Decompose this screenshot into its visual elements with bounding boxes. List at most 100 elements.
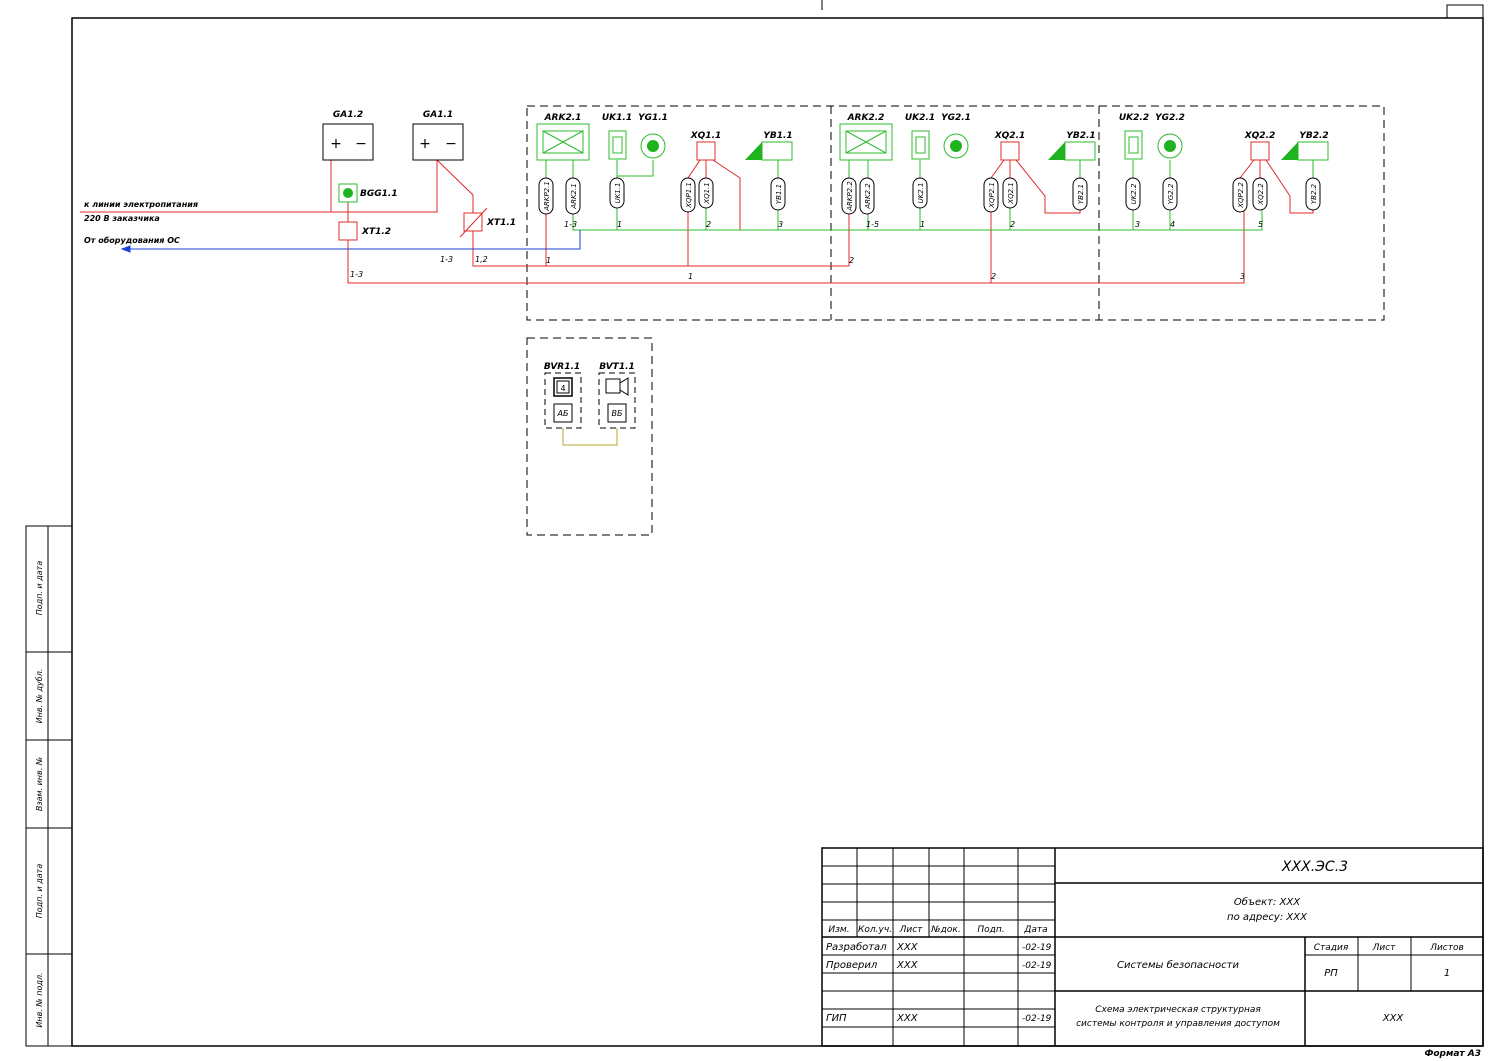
yg22-indicator: YG2.2 — [1155, 113, 1185, 159]
tb-document-code: XXX.ЭС.3 — [1281, 859, 1348, 875]
term-g1: 1 — [617, 220, 622, 229]
yb21-label: YB2.1 — [1066, 131, 1095, 141]
tb-header-podp: Подп. — [977, 925, 1004, 935]
tb-desc-line2: системы контроля и управления доступом — [1076, 1019, 1280, 1029]
marker-arkp22: ARKP2.2 — [841, 177, 857, 215]
marker-xq22c: XQ2.2 — [1252, 177, 1268, 211]
marker-uk11c: UK1.1 — [609, 177, 625, 209]
tb-row3-name: XXX — [896, 1013, 919, 1024]
marker-yb21c-text: YB2.1 — [1077, 184, 1085, 204]
dashed-enclosures — [526, 105, 1385, 536]
from-os-label: От оборудования ОС — [84, 235, 180, 245]
stamp-replace-inv: Взам. инв. № — [35, 757, 44, 811]
term-g2b: 2 — [1010, 220, 1015, 229]
power-supply-ga11: + − GA1.1 — [412, 110, 464, 161]
ga12-plus: + — [330, 136, 342, 152]
yg21-indicator: YG2.1 — [941, 113, 971, 159]
yg22-label: YG2.2 — [1155, 113, 1185, 123]
tb-system: Системы безопасности — [1117, 959, 1239, 971]
xt12-label: XT1.2 — [361, 227, 391, 237]
tb-sheets-header: Листов — [1429, 943, 1464, 953]
signal-wiring — [545, 160, 1314, 231]
marker-arkp22-text: ARKP2.2 — [846, 181, 854, 212]
term-r3b: 3 — [1240, 272, 1245, 281]
tb-header-izm: Изм. — [828, 925, 849, 935]
xt12-terminal: XT1.2 — [338, 221, 391, 241]
marker-yb21c: YB2.1 — [1072, 177, 1088, 211]
bgg11-label: BGG1.1 — [360, 189, 398, 199]
marker-uk22c-text: UK2.2 — [1130, 183, 1138, 204]
uk22-label: UK2.2 — [1119, 113, 1149, 123]
uk22-button: UK2.2 — [1119, 113, 1149, 160]
term-r2a: 2 — [849, 256, 854, 265]
tb-sheets: 1 — [1444, 968, 1450, 979]
tb-row1-role: Разработал — [826, 941, 887, 953]
yb11-label: YB1.1 — [763, 131, 792, 141]
marker-xq21c-text: XQ2.1 — [1007, 182, 1015, 204]
marker-ark21c: ARK2.1 — [565, 177, 581, 215]
yb11-siren: YB1.1 — [745, 131, 793, 161]
bvt11-label: BVT1.1 — [599, 362, 635, 372]
yg11-label: YG1.1 — [638, 113, 668, 123]
marker-ark21c-text: ARK2.1 — [570, 183, 578, 209]
xq11-lock: XQ1.1 — [690, 131, 722, 161]
term-1-3-left: 1-3 — [350, 270, 363, 279]
tb-row2-name: XXX — [896, 960, 919, 971]
tb-row3-date: -02-19 — [1022, 1014, 1052, 1024]
ga11-plus: + — [419, 136, 431, 152]
stamp-sign-date-1: Подп. и дата — [35, 561, 44, 616]
supply-line-2: 220 В заказчика — [84, 214, 160, 223]
uk11-label: UK1.1 — [602, 113, 632, 123]
marker-uk21c: UK2.1 — [912, 177, 928, 209]
marker-arkp21-text: ARKP2.1 — [543, 181, 551, 212]
tb-stage-header: Стадия — [1314, 943, 1349, 953]
sheet-format: Формат А3 — [1424, 1049, 1481, 1059]
tb-stage: РП — [1324, 968, 1338, 979]
power-wiring — [80, 159, 1314, 284]
xq11-label: XQ1.1 — [690, 131, 722, 141]
marker-xq11c-text: XQ1.1 — [703, 182, 711, 204]
xq22-lock: XQ2.2 — [1244, 131, 1276, 161]
video-wiring — [562, 428, 618, 446]
marker-ark22c-text: ARK2.2 — [864, 183, 872, 210]
term-g1b: 1 — [920, 220, 925, 229]
marker-yb11c-text: YB1.1 — [775, 184, 783, 204]
term-r2b: 2 — [991, 272, 996, 281]
ga12-minus: − — [355, 136, 367, 152]
uk21-label: UK2.1 — [905, 113, 935, 123]
ab-label: АБ — [557, 409, 569, 418]
term-1-3-ark: 1-3 — [564, 220, 577, 229]
vb-label: ВБ — [612, 409, 623, 418]
term-g3: 3 — [778, 220, 783, 229]
xq21-label: XQ2.1 — [994, 131, 1026, 141]
stamp-sign-date-2: Подп. и дата — [35, 864, 44, 919]
bvt11-block: ВБ BVT1.1 — [598, 362, 636, 429]
marker-uk21c-text: UK2.1 — [917, 183, 925, 204]
tb-row1-date: -02-19 — [1022, 943, 1052, 953]
marker-yb22c-text: YB2.2 — [1310, 183, 1318, 204]
ga11-minus: − — [445, 136, 457, 152]
xq21-lock: XQ2.1 — [994, 131, 1026, 161]
xq22-label: XQ2.2 — [1244, 131, 1276, 141]
tb-row1-name: XXX — [896, 942, 919, 953]
term-g5: 5 — [1258, 220, 1263, 229]
yg21-label: YG2.1 — [941, 113, 971, 123]
ga12-label: GA1.2 — [333, 110, 363, 120]
term-g3b: 3 — [1135, 220, 1140, 229]
term-1-5-ark: 1-5 — [866, 220, 879, 229]
term-1-2-xt11: 1,2 — [475, 255, 488, 264]
ark22-reader: ARK2.2 — [839, 113, 893, 161]
term-g4: 4 — [1170, 220, 1175, 229]
bgg11-device: BGG1.1 — [338, 183, 398, 203]
marker-yg22c-text: YG2.2 — [1167, 183, 1175, 204]
tb-header-data: Дата — [1023, 925, 1047, 935]
term-1-3-xt11: 1-3 — [440, 255, 453, 264]
marker-xq22c-text: XQ2.2 — [1257, 183, 1265, 206]
tb-desc-line1: Схема электрическая структурная — [1095, 1005, 1261, 1015]
marker-yb11c: YB1.1 — [770, 177, 786, 211]
tb-object-line2: по адресу: XXX — [1227, 912, 1308, 923]
stamp-inv-dupl: Инв. № дубл. — [35, 669, 44, 724]
yb21-siren: YB2.1 — [1048, 131, 1096, 161]
tb-organization: XXX — [1382, 1013, 1405, 1024]
